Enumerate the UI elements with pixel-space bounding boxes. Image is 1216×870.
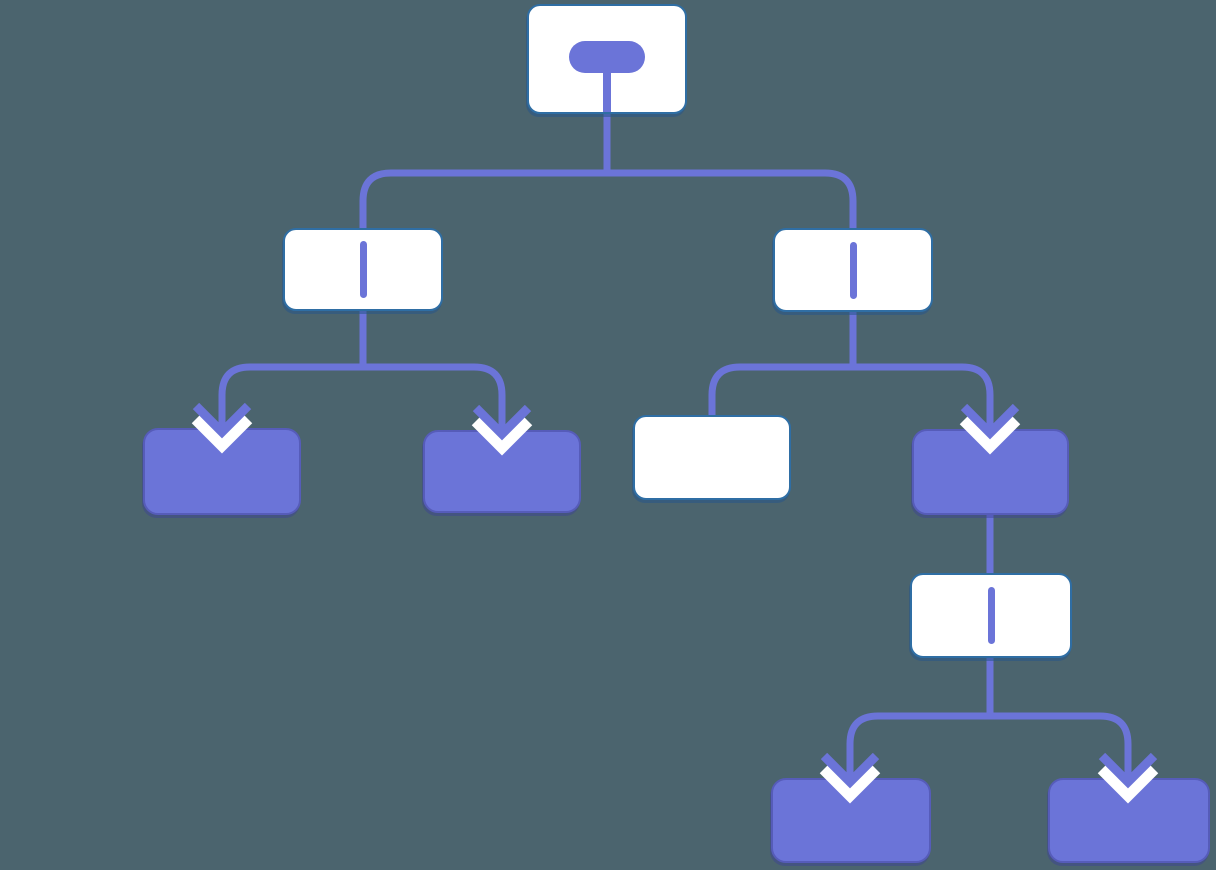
pill-stem-icon [569, 41, 645, 73]
node-plain-white[interactable] [633, 415, 791, 500]
arrow-down-icon [1097, 753, 1159, 804]
arrow-down-icon [471, 405, 533, 456]
edge-branch-left-to-leaves [218, 363, 506, 435]
node-root[interactable] [527, 4, 687, 114]
vertical-bar-icon [987, 587, 995, 644]
arrow-down-icon [959, 404, 1021, 455]
edge-branch-right-to-children [708, 363, 994, 433]
vertical-bar-icon [359, 241, 367, 298]
pill-stem-icon-stem [603, 73, 611, 112]
edge-root-to-branches [359, 169, 857, 232]
arrow-down-icon [819, 753, 881, 804]
arrow-down-icon [191, 403, 253, 454]
edge-branch-lower-to-leaves [846, 712, 1132, 785]
node-branch-right[interactable] [773, 228, 933, 312]
vertical-bar-icon [849, 241, 857, 299]
node-branch-left[interactable] [283, 228, 443, 311]
node-branch-lower[interactable] [910, 573, 1072, 658]
